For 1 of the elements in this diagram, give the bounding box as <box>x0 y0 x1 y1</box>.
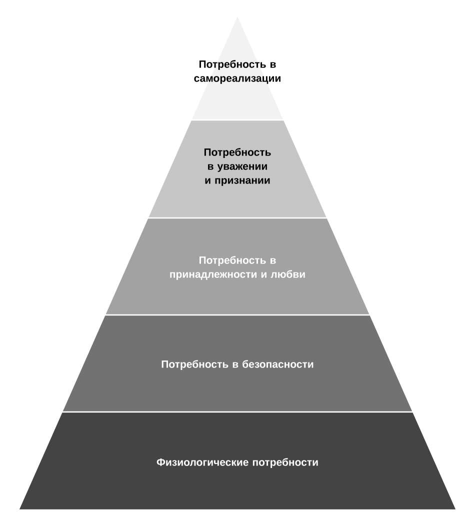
pyramid-level: Физиологические потребности <box>18 411 458 511</box>
